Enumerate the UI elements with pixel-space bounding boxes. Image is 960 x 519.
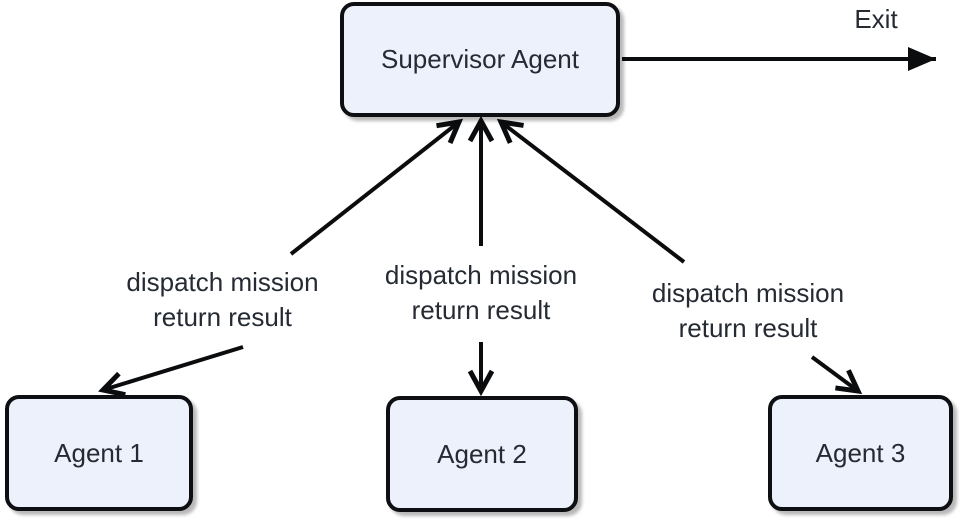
- node-label: Supervisor Agent: [380, 44, 579, 74]
- node-label: Agent 1: [54, 437, 144, 468]
- edge-label-line: dispatch mission: [651, 278, 845, 308]
- edge-label-agent2: dispatch mission return result: [351, 258, 611, 328]
- edge-agent1-to-supervisor: [289, 122, 459, 256]
- edge-supervisor-to-agent3: [810, 355, 858, 391]
- node-agent-3: Agent 3: [768, 395, 953, 511]
- edge-label-line: return result: [411, 295, 551, 325]
- edge-label-agent1: dispatch mission return result: [90, 265, 355, 335]
- edge-label-line: dispatch mission: [126, 267, 319, 297]
- edge-label-line: dispatch mission: [384, 260, 578, 290]
- node-label: Agent 2: [437, 438, 527, 469]
- edge-label-agent3: dispatch mission return result: [618, 276, 878, 346]
- edge-label-line: return result: [153, 302, 292, 332]
- edge-agent3-to-supervisor: [501, 122, 686, 264]
- edge-label-line: return result: [678, 313, 818, 343]
- edge-supervisor-to-agent1: [103, 345, 244, 390]
- node-supervisor-agent: Supervisor Agent: [340, 2, 620, 117]
- node-label: Agent 3: [815, 437, 906, 468]
- node-agent-2: Agent 2: [386, 396, 578, 512]
- edge-label-exit: Exit: [854, 4, 898, 34]
- node-agent-1: Agent 1: [5, 395, 193, 511]
